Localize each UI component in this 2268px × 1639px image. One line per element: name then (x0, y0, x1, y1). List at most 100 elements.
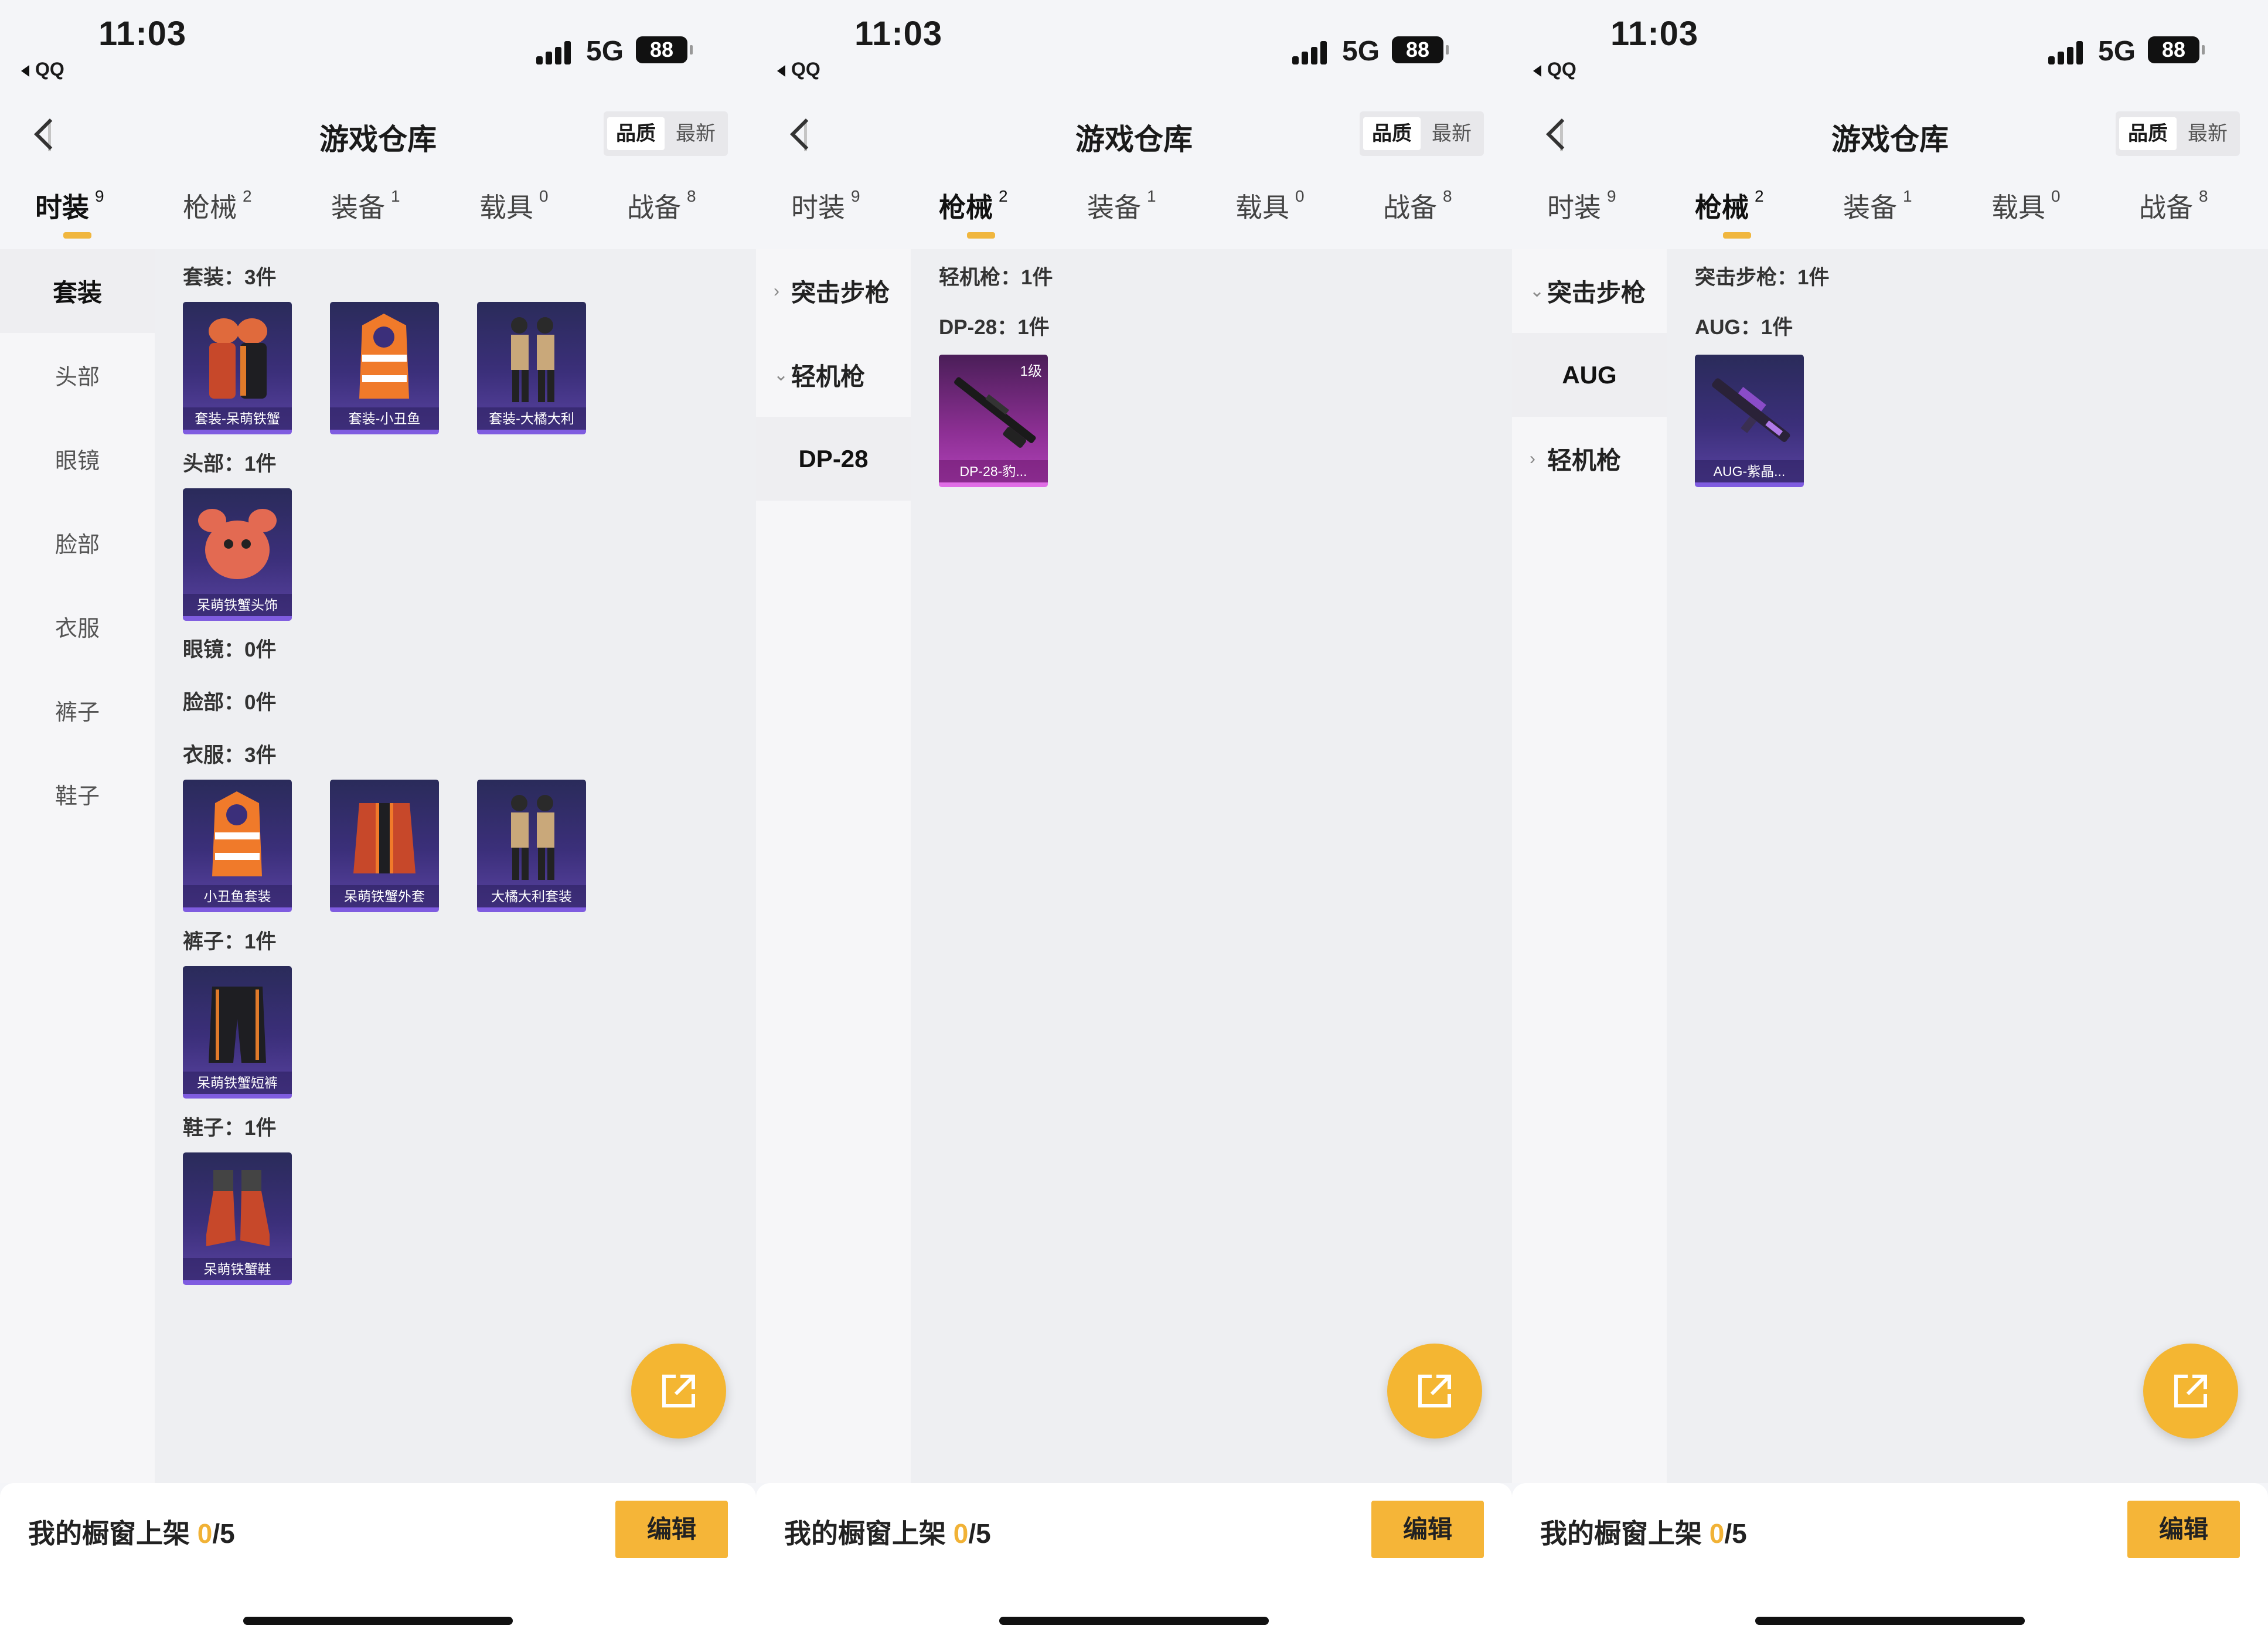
page-title: 游戏仓库 (1831, 123, 1949, 156)
share-fab[interactable] (2143, 1344, 2238, 1439)
chevron-down-icon: ⌄ (774, 365, 789, 385)
sidebar-item-pants[interactable]: 裤子 (55, 701, 100, 725)
home-indicator[interactable] (1755, 1617, 2025, 1625)
item-card[interactable]: 套装-大橘大利 (477, 302, 586, 434)
item-card[interactable]: 大橘大利套装 (477, 780, 586, 912)
back-button[interactable] (786, 113, 822, 157)
section-label: 套装：3件 (183, 266, 277, 289)
item-card[interactable]: 呆萌铁蟹鞋 (183, 1152, 292, 1285)
sort-latest-button[interactable]: 最新 (2188, 123, 2228, 145)
chevron-right-icon: › (1530, 448, 1535, 468)
back-to-app-link[interactable]: QQ (21, 59, 64, 80)
sort-toggle: 品质 最新 (2116, 111, 2240, 156)
back-to-app-link[interactable]: QQ (1533, 59, 1576, 80)
item-card[interactable]: 呆萌铁蟹短裤 (183, 966, 292, 1099)
sort-quality-button[interactable]: 品质 (607, 117, 665, 150)
home-indicator[interactable] (999, 1617, 1269, 1625)
back-app-label: QQ (1547, 59, 1576, 80)
back-button[interactable] (30, 113, 66, 157)
edit-button[interactable]: 编辑 (1371, 1501, 1484, 1558)
section-label: AUG：1件 (1695, 316, 1793, 339)
tab-indicator (1723, 232, 1751, 239)
sidebar: 套装 头部 眼镜 脸部 衣服 裤子 鞋子 (0, 249, 155, 1483)
sidebar: ›突击步枪 ⌄轻机枪 DP-28 (756, 249, 911, 1483)
sidebar-group-assault-rifle[interactable]: ›突击步枪 (774, 279, 890, 307)
sort-quality-button[interactable]: 品质 (2119, 117, 2177, 150)
sidebar-item-glasses[interactable]: 眼镜 (55, 449, 100, 474)
edit-button[interactable]: 编辑 (615, 1501, 728, 1558)
page-title: 游戏仓库 (319, 123, 437, 156)
sidebar-item-clothes[interactable]: 衣服 (55, 617, 100, 641)
status-bar: 11:03 QQ 5G 88 (0, 0, 756, 88)
section-label: 裤子：1件 (183, 930, 277, 953)
sidebar-group-lmg[interactable]: ›轻机枪 (1530, 447, 1622, 474)
back-triangle-icon (21, 64, 29, 77)
share-external-icon (2174, 1375, 2207, 1407)
item-card[interactable]: 小丑鱼套装 (183, 780, 292, 912)
item-name: DP-28-豹... (939, 460, 1048, 482)
back-bar-icon (48, 120, 51, 151)
back-to-app-link[interactable]: QQ (777, 59, 820, 80)
item-card[interactable]: 套装-呆萌铁蟹 (183, 302, 292, 434)
item-card[interactable]: AUG-紫晶... (1695, 355, 1804, 487)
item-list: 突击步枪：1件 AUG：1件 AUG-紫晶... (1667, 249, 2268, 1483)
bottom-bar: 我的橱窗上架 0/5 编辑 (0, 1483, 756, 1639)
crab-headwear-icon (198, 509, 277, 579)
sidebar-item-aug[interactable]: AUG (1512, 333, 1667, 417)
section-label: 鞋子：1件 (183, 1117, 277, 1140)
chevron-right-icon: › (774, 281, 779, 301)
sidebar-item-dp28[interactable]: DP-28 (756, 417, 911, 501)
item-card[interactable]: 呆萌铁蟹头饰 (183, 488, 292, 621)
sidebar-item-face[interactable]: 脸部 (55, 533, 100, 557)
item-name: 套装-呆萌铁蟹 (183, 407, 292, 430)
edit-button[interactable]: 编辑 (2127, 1501, 2240, 1558)
clownfish-outfit-icon (212, 791, 262, 876)
sidebar-item-suit[interactable]: 套装 (0, 249, 155, 333)
home-indicator[interactable] (243, 1617, 513, 1625)
sort-quality-button[interactable]: 品质 (1363, 117, 1421, 150)
page-title: 游戏仓库 (1075, 123, 1193, 156)
nav-header: 游戏仓库 品质 最新 (1512, 106, 2268, 164)
item-card[interactable]: 呆萌铁蟹外套 (330, 780, 439, 912)
status-bar: 11:03 QQ 5G 88 (756, 0, 1512, 88)
nav-header: 游戏仓库 品质 最新 (0, 106, 756, 164)
orange-cat-outfit-icon (511, 795, 554, 880)
share-fab[interactable] (1387, 1344, 1482, 1439)
share-external-icon (1418, 1375, 1451, 1407)
sidebar-item-head[interactable]: 头部 (55, 365, 100, 390)
item-name: 套装-小丑鱼 (330, 407, 439, 430)
sort-latest-button[interactable]: 最新 (1432, 123, 1472, 145)
sidebar-group-lmg[interactable]: ⌄轻机枪 (774, 363, 866, 390)
back-button[interactable] (1542, 113, 1578, 157)
share-fab[interactable] (631, 1344, 726, 1439)
sidebar-group-assault-rifle[interactable]: ⌄突击步枪 (1530, 279, 1646, 307)
sort-latest-button[interactable]: 最新 (676, 123, 716, 145)
item-card[interactable]: 套装-小丑鱼 (330, 302, 439, 434)
item-card[interactable]: 1级 DP-28-豹... (939, 355, 1048, 487)
sidebar: ⌄突击步枪 AUG ›轻机枪 (1512, 249, 1667, 1483)
item-level: 1级 (1020, 363, 1042, 379)
dp28-gun-icon (954, 377, 1036, 448)
back-triangle-icon (1533, 64, 1541, 77)
signal-icon (536, 39, 577, 64)
chevron-down-icon: ⌄ (1530, 281, 1545, 301)
sidebar-item-shoes[interactable]: 鞋子 (55, 784, 100, 809)
